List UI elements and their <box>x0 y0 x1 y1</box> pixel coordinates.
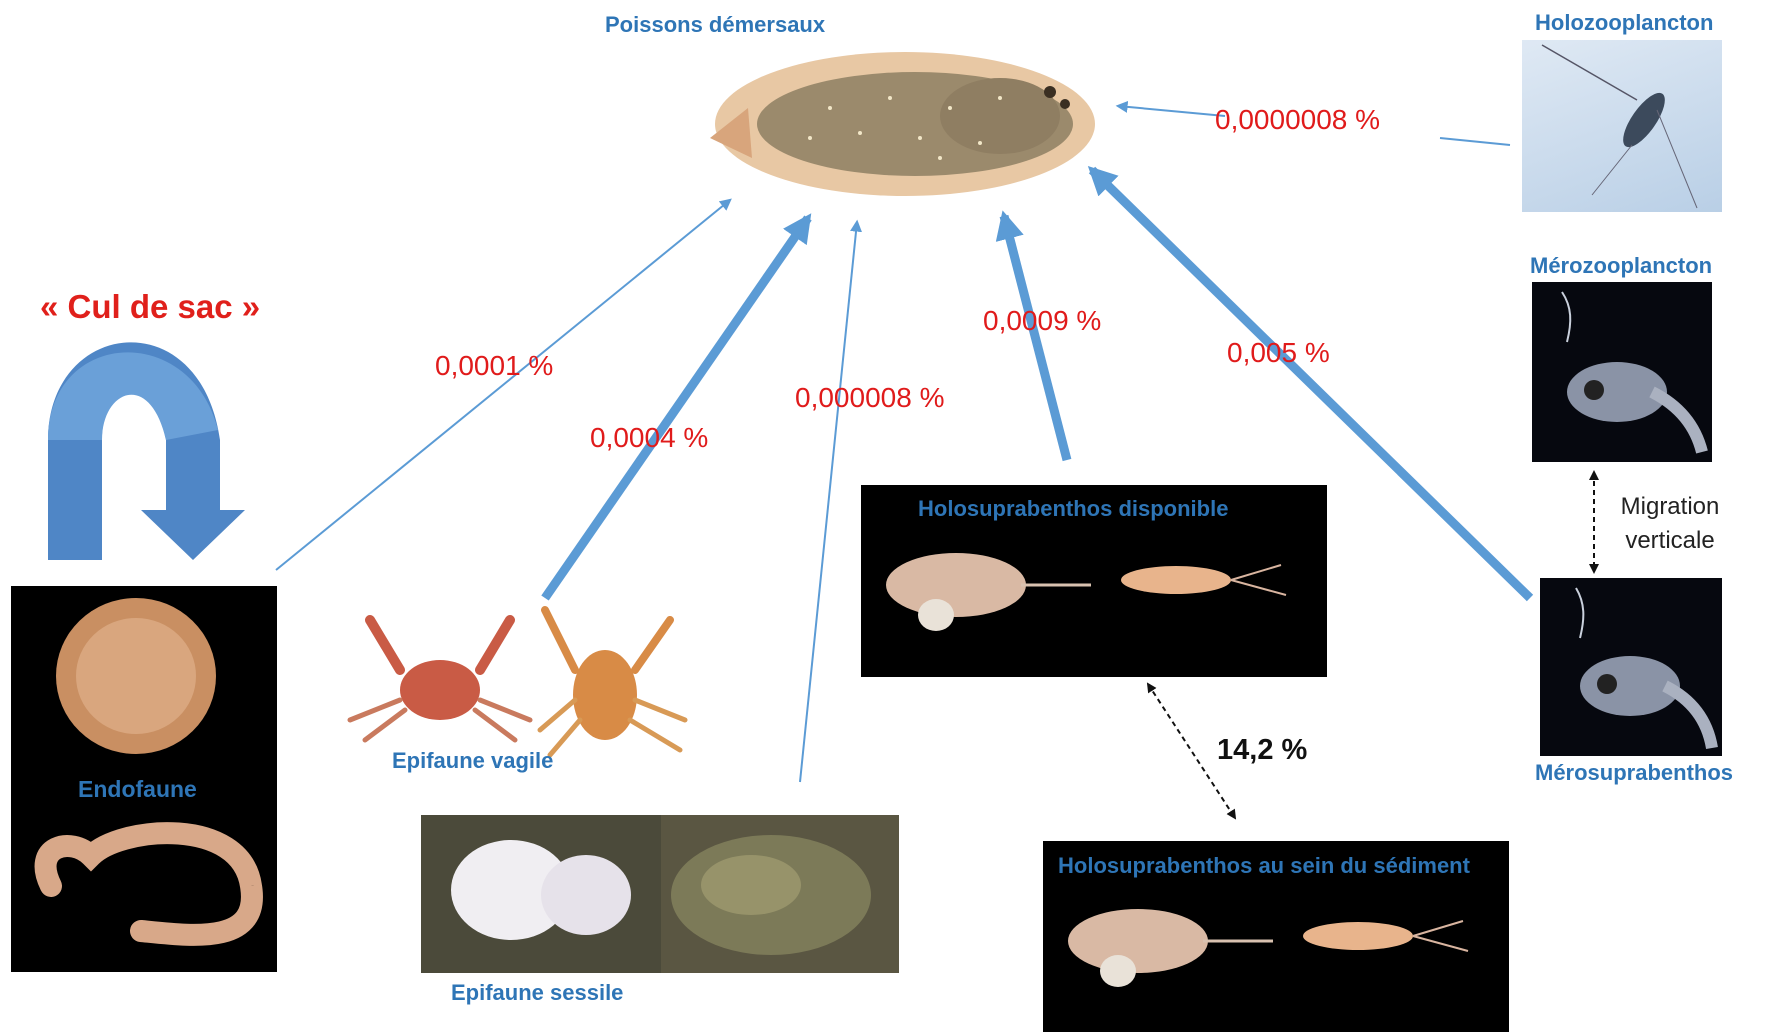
pct-holozoo: 0,0000008 % <box>1215 104 1380 136</box>
sessile-photo <box>421 815 899 973</box>
pct-sessile: 0,000008 % <box>795 382 944 414</box>
pct-merosupra: 0,005 % <box>1227 337 1330 369</box>
pct-exchange: 14,2 % <box>1217 734 1307 767</box>
merosupra-label: Mérosuprabenthos <box>1535 760 1733 786</box>
poissons-label: Poissons démersaux <box>605 12 825 38</box>
arrow-holosupra <box>1004 216 1067 460</box>
crab-illustration <box>340 590 710 760</box>
endofaune-label: Endofaune <box>78 776 197 803</box>
holozoo-label: Holozooplancton <box>1535 10 1713 36</box>
holosupra-sed-box: Holosuprabenthos au sein du sédiment <box>1043 841 1509 1032</box>
migration-label: Migration verticale <box>1615 490 1725 558</box>
merozoo-label: Mérozooplancton <box>1530 253 1712 279</box>
migration-line1: Migration <box>1615 490 1725 524</box>
pct-holosupra: 0,0009 % <box>983 305 1101 337</box>
holosupra-sed-label: Holosuprabenthos au sein du sédiment <box>1058 853 1470 879</box>
flatfish-illustration <box>700 38 1110 208</box>
migration-line2: verticale <box>1615 524 1725 558</box>
holosupra-dispo-label: Holosuprabenthos disponible <box>918 496 1228 522</box>
holosupra-dispo-box: Holosuprabenthos disponible <box>861 485 1327 677</box>
arrow-holozoo <box>1440 138 1510 145</box>
copepod-photo <box>1522 40 1722 212</box>
arrow-sessile <box>800 222 857 782</box>
arrow-endofaune <box>276 200 730 570</box>
mysid-photo-merosupra <box>1540 578 1722 756</box>
endofaune-box: Endofaune <box>11 586 277 972</box>
cul-de-sac-arrow <box>48 342 245 560</box>
arrow-holozoo-head <box>1118 106 1225 116</box>
pct-vagile: 0,0004 % <box>590 422 708 454</box>
epi-vagile-label: Epifaune vagile <box>392 748 553 774</box>
cul-de-sac-label: « Cul de sac » <box>40 288 260 326</box>
arrow-vagile <box>545 218 808 598</box>
pct-endofaune: 0,0001 % <box>435 350 553 382</box>
epi-sessile-label: Epifaune sessile <box>451 980 623 1006</box>
mysid-photo-merozoo <box>1532 282 1712 462</box>
